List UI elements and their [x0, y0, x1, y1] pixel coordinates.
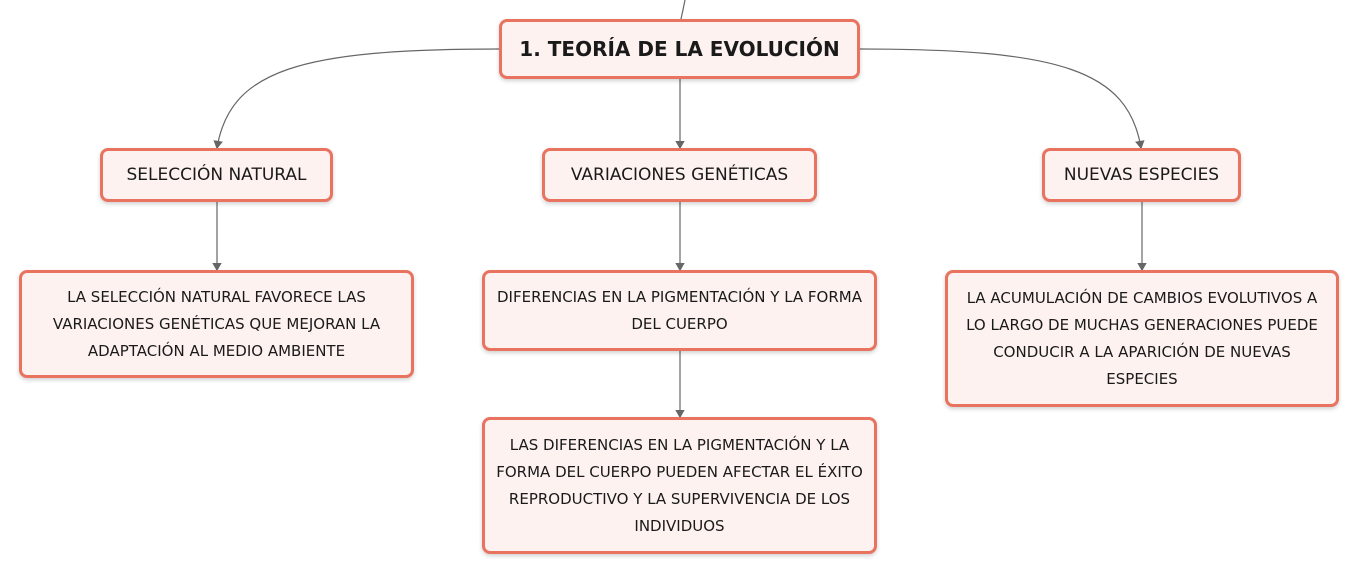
node-pigmentacion-effects[interactable]: LAS DIFERENCIAS EN LA PIGMENTACIÓN Y LA …: [482, 417, 877, 554]
node-nuevas-detail[interactable]: LA ACUMULACIÓN DE CAMBIOS EVOLUTIVOS A L…: [945, 270, 1339, 407]
node-pigmentacion[interactable]: DIFERENCIAS EN LA PIGMENTACIÓN Y LA FORM…: [482, 270, 877, 351]
connector-root-seleccion: [213, 48, 500, 150]
root-node[interactable]: 1. TEORÍA DE LA EVOLUCIÓN: [499, 19, 860, 79]
connector-root-nuevas: [859, 48, 1145, 150]
node-seleccion-detail[interactable]: LA SELECCIÓN NATURAL FAVORECE LAS VARIAC…: [19, 270, 414, 378]
node-seleccion-natural[interactable]: SELECCIÓN NATURAL: [100, 148, 333, 202]
connector-top: [680, 0, 686, 20]
node-variaciones-geneticas[interactable]: VARIACIONES GENÉTICAS: [542, 148, 817, 202]
node-nuevas-especies[interactable]: NUEVAS ESPECIES: [1042, 148, 1241, 202]
